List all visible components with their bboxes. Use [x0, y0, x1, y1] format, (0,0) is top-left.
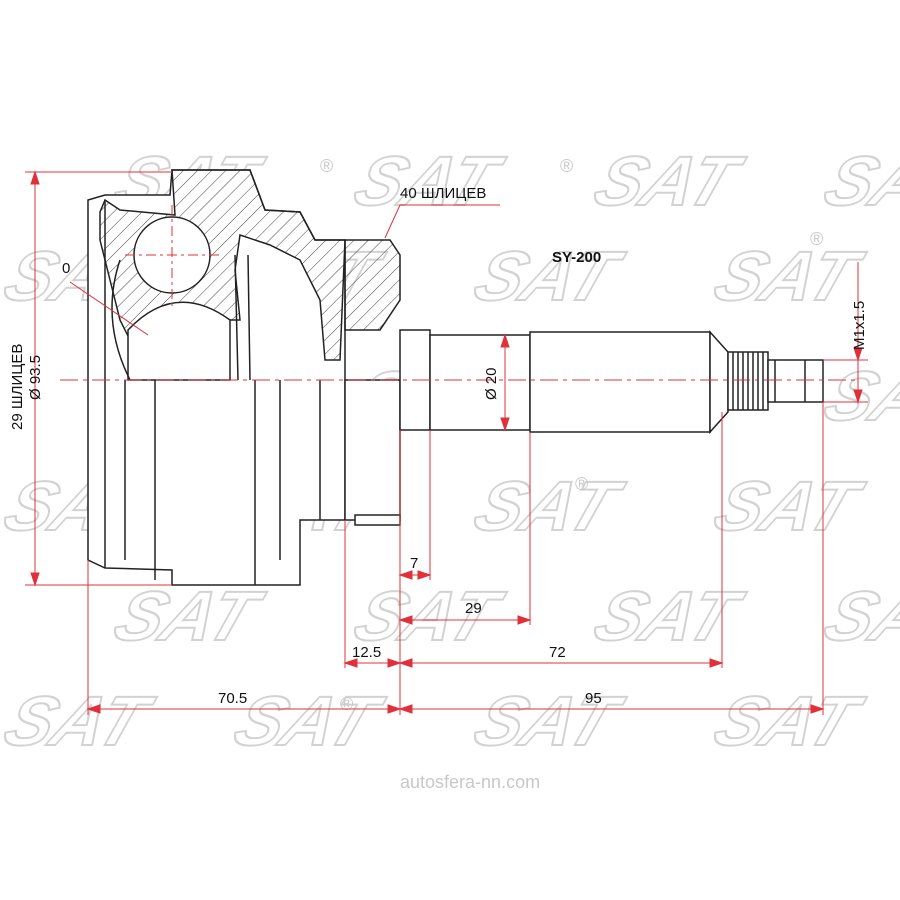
leader-inner-splines [384, 204, 500, 239]
dim-95-value: 95 [585, 690, 602, 707]
cage-ring [111, 259, 131, 381]
watermark-logo: SAT [463, 467, 634, 546]
watermark-registered: ® [560, 156, 573, 176]
thread-pin [767, 359, 824, 403]
svg-text:SAT: SAT [224, 683, 393, 760]
svg-text:SAT: SAT [584, 578, 753, 655]
dim-arrow [398, 658, 413, 668]
dim-72-value: 72 [549, 644, 566, 661]
svg-text:SAT: SAT [344, 143, 513, 220]
dim-arrow [417, 570, 432, 580]
thread-pin-lines [774, 360, 806, 402]
dim-arrow [517, 615, 532, 625]
label-outer-diameter: Ø 93.5 [27, 355, 44, 400]
dim-arrow [709, 658, 724, 668]
dim-arrow [500, 417, 510, 432]
dim-arrow [387, 658, 402, 668]
watermark-registered: ® [575, 474, 588, 494]
svg-text:SAT: SAT [704, 238, 873, 315]
label-inner-splines: 40 ШЛИЦЕВ [400, 185, 486, 202]
dim-29-value: 29 [465, 600, 482, 617]
shaft-taper [709, 330, 729, 434]
cage-ring-right-2 [247, 254, 251, 381]
dim-arrow [387, 704, 402, 714]
svg-text:SAT: SAT [584, 143, 753, 220]
label-thread: M1x1.5 [851, 301, 868, 350]
dim-arrow [30, 572, 40, 587]
watermark-logo: SAT [463, 237, 634, 316]
label-outer-splines: 29 ШЛИЦЕВ [9, 344, 26, 430]
watermark-logo: SAT [813, 142, 900, 221]
dim-arrow [853, 389, 863, 404]
dim-70-5-value: 70.5 [218, 690, 247, 707]
watermark-logo: SAT [703, 237, 874, 316]
svg-text:SAT: SAT [464, 683, 633, 760]
dim-arrow [30, 170, 40, 185]
svg-text:SAT: SAT [464, 468, 633, 545]
watermark-registered: ® [340, 694, 353, 714]
label-zero: 0 [62, 260, 70, 277]
watermark-logo: SAT [703, 682, 874, 761]
svg-text:SAT: SAT [704, 683, 873, 760]
watermark-site: autosfera-nn.com [400, 772, 540, 792]
watermark-logo: SAT [343, 142, 514, 221]
svg-text:SAT: SAT [814, 143, 900, 220]
ball-lower [127, 301, 231, 381]
watermark-logo: SAT [583, 142, 754, 221]
shaft-segment [529, 331, 711, 433]
dim-arrow [343, 658, 358, 668]
dim-arrow [398, 570, 413, 580]
svg-text:SAT: SAT [104, 578, 273, 655]
watermark-logo: SAT [813, 577, 900, 656]
watermark-logo: SAT [583, 577, 754, 656]
dim-arrow [853, 347, 863, 362]
watermark-logo: SAT [463, 682, 634, 761]
watermark-logo: SAT [223, 682, 394, 761]
shaft-segment [429, 334, 531, 431]
dim-arrow [398, 615, 413, 625]
part-number: SY-200 [552, 249, 601, 266]
thread-lines [732, 352, 764, 410]
watermark-logo: SAT [0, 682, 164, 761]
svg-text:SAT: SAT [814, 578, 900, 655]
watermark-logo: SAT [703, 467, 874, 546]
dim-arrow [810, 704, 825, 714]
watermark-registered: ® [320, 156, 333, 176]
watermark-registered: ® [810, 229, 823, 249]
svg-text:SAT: SAT [704, 468, 873, 545]
watermark-logo: SAT [103, 577, 274, 656]
dim-arrow [86, 704, 101, 714]
dim-12-5-value: 12.5 [352, 644, 381, 661]
svg-text:SAT: SAT [464, 238, 633, 315]
cage-ring-right [234, 254, 239, 381]
spline-collar [344, 379, 401, 521]
cv-joint-body [87, 169, 824, 586]
dim-arrow [500, 333, 510, 348]
dim-arrow [398, 704, 413, 714]
label-shaft-diameter: Ø 20 [483, 367, 500, 400]
svg-text:SAT: SAT [0, 683, 163, 760]
dimension-layer [25, 170, 868, 715]
dim-7-value: 7 [410, 555, 418, 572]
leader-zero [69, 281, 149, 336]
spline-teeth [354, 514, 401, 526]
